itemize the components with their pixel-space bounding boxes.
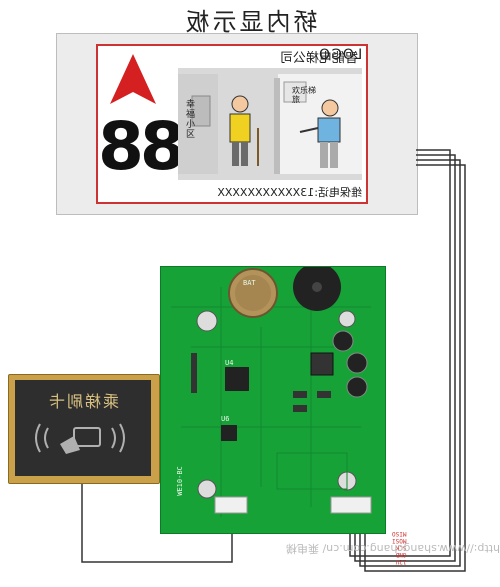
pin-label-miso: MISO [392,530,407,537]
scene-sign-right: 欢乐梯旅 [292,86,316,104]
board-model-label: WE10-BC [175,466,184,496]
control-board: WE10-BC U4 U6 BAT [160,263,386,534]
cartoon-scene-image [178,68,362,180]
chip-label-u4: U4 [225,359,234,367]
watermark: http://www.shangchang.com.cn/ 乘电梯 [286,542,500,555]
pcb-components-image [171,263,372,517]
advertisement-image [178,68,362,180]
scene-sign-left: 幸福小区 [186,100,196,140]
up-arrow-icon [110,54,156,104]
contactless-card-icon [35,423,125,454]
battery-label: BAT [243,279,256,287]
card-reader-label: 乘梯刷卡 [47,392,120,411]
chip-label-u6: U6 [221,415,230,423]
pin-label-12v: 12V [395,558,407,565]
